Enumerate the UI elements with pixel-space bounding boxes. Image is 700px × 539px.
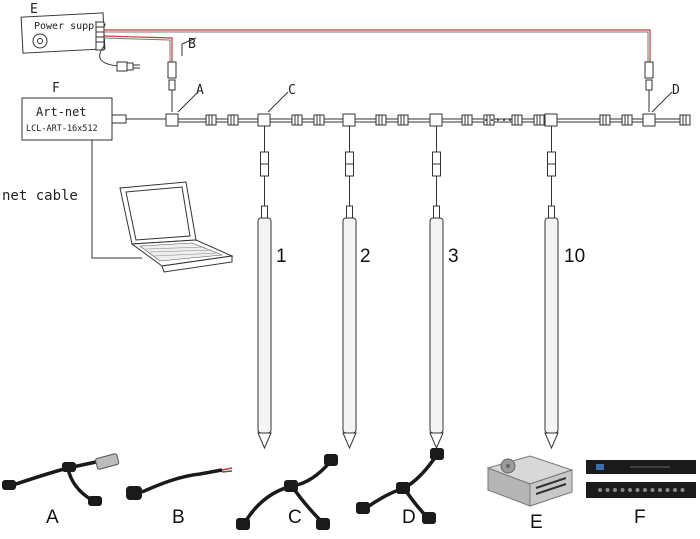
tube-cap xyxy=(548,205,555,219)
tube-cap xyxy=(346,205,353,219)
label-e-top: E xyxy=(30,2,38,17)
power-supply-fan-icon xyxy=(32,33,48,49)
net-cable: net cable xyxy=(2,140,142,259)
rack-port xyxy=(635,488,640,492)
bus-plug-connector xyxy=(375,114,387,126)
power-cables xyxy=(103,29,651,62)
power-supply-unit: E Power supply xyxy=(20,2,106,54)
artnet-model: LCL-ART-16x512 xyxy=(26,124,98,134)
bus-t-junction xyxy=(642,113,656,127)
label-c: C xyxy=(288,83,296,98)
rack-port xyxy=(598,488,602,492)
bus-plug-connector xyxy=(461,114,473,126)
bus-plug-connector xyxy=(205,114,217,126)
rack-port xyxy=(643,488,647,492)
bus-plug-connector xyxy=(291,114,303,126)
rack-port xyxy=(605,488,610,492)
bus-plug-connector xyxy=(227,114,239,126)
bus-plug-connector xyxy=(313,114,325,126)
tube-3: 3 xyxy=(429,217,459,450)
drop-plug-lower xyxy=(345,163,354,177)
rack-port xyxy=(613,488,617,492)
photo-d-label: D xyxy=(402,507,416,528)
t-connector-c: C xyxy=(267,83,296,113)
bus-continuation-dots xyxy=(485,119,511,121)
tube-drops xyxy=(260,126,556,219)
photo-b-label: B xyxy=(172,507,185,528)
bus-t-junction xyxy=(342,113,356,127)
tube-cap xyxy=(433,205,440,219)
bus-t-junction xyxy=(257,113,271,127)
bus-plug-connector xyxy=(511,114,523,126)
connector-b-left: B xyxy=(167,37,197,112)
bus-t-junction xyxy=(429,113,443,127)
power-supply-label: Power supply xyxy=(34,21,106,32)
tube-2-number: 2 xyxy=(360,246,371,267)
photo-c-y-connector: C xyxy=(236,454,338,530)
bus-plug-connector xyxy=(397,114,409,126)
tube-cap xyxy=(261,205,268,219)
tube-3-number: 3 xyxy=(448,246,459,267)
tube-10-number: 10 xyxy=(564,246,585,267)
label-a: A xyxy=(196,83,204,98)
t-connector-d: D xyxy=(651,83,680,113)
photo-a-label: A xyxy=(46,507,59,528)
drop-plug-lower xyxy=(432,163,441,177)
tube-1-number: 1 xyxy=(276,246,287,267)
bus-plug-connector xyxy=(533,114,545,126)
drop-plug-upper xyxy=(432,151,441,165)
drop-plug-upper xyxy=(547,151,556,165)
rack-port xyxy=(628,488,632,492)
drop-plug-upper xyxy=(260,151,269,165)
bus-plug-connector xyxy=(599,114,611,126)
t-connector-a: A xyxy=(165,83,204,127)
rack-port xyxy=(650,488,655,492)
photo-c-label: C xyxy=(288,507,302,528)
photo-b-pigtail: B xyxy=(126,467,233,528)
photo-e-power-supply: E xyxy=(486,455,574,533)
rack-port xyxy=(658,488,662,492)
bus-plug-connector xyxy=(483,114,495,126)
photo-d-y-connector: D xyxy=(356,448,444,528)
photo-a-y-connector: A xyxy=(2,453,120,528)
drop-plug-upper xyxy=(345,151,354,165)
net-cable-label: net cable xyxy=(2,188,78,204)
rack-port xyxy=(680,488,685,492)
label-f-top: F xyxy=(52,81,60,96)
drop-plug-lower xyxy=(260,163,269,177)
label-b: B xyxy=(188,37,196,52)
label-d: D xyxy=(672,83,680,98)
bus-t-junction xyxy=(544,113,558,127)
connector-d-top xyxy=(644,61,654,112)
bus-connectors xyxy=(205,113,691,127)
artnet-controller: F Art-net LCL-ART-16x512 xyxy=(21,81,166,141)
photo-e-label: E xyxy=(530,512,543,533)
rack-port xyxy=(673,488,677,492)
bus-plug-connector xyxy=(679,114,691,126)
rack-port xyxy=(620,488,625,492)
drop-plug-lower xyxy=(547,163,556,177)
tube-2: 2 xyxy=(342,217,371,450)
mains-plug xyxy=(99,45,140,72)
bus-plug-connector xyxy=(621,114,633,126)
tube-10: 10 xyxy=(544,217,585,450)
tube-1: 1 xyxy=(257,217,287,450)
rack-port xyxy=(665,488,670,492)
artnet-title: Art-net xyxy=(36,105,87,119)
laptop-icon xyxy=(119,181,234,273)
photo-f-artnet-racks: F xyxy=(586,460,696,528)
photo-f-label: F xyxy=(634,507,646,528)
